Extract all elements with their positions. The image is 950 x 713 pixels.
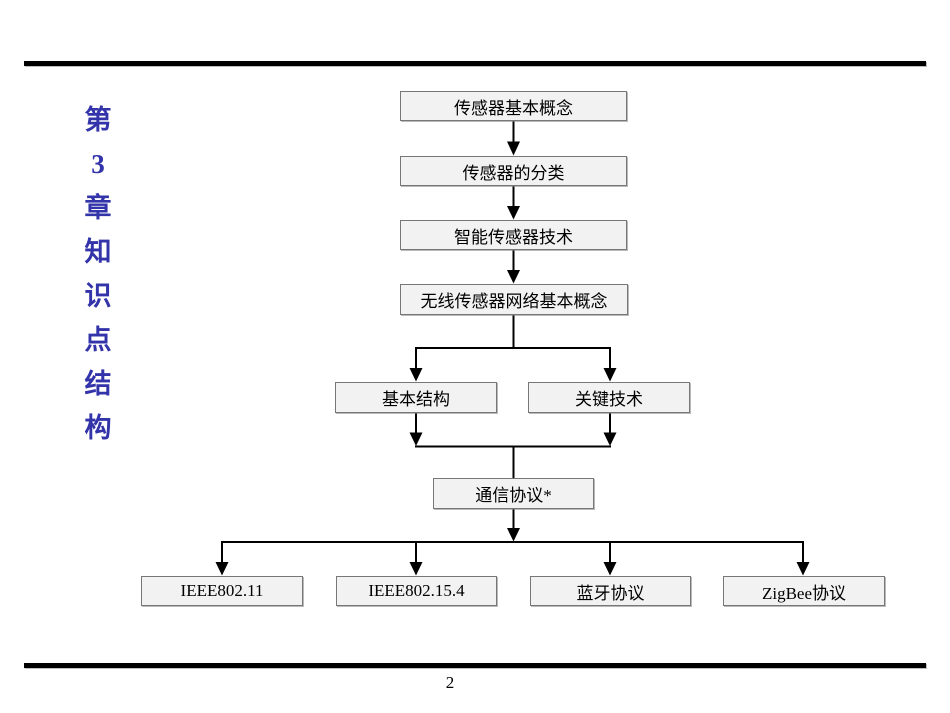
title-char: 识	[84, 281, 112, 311]
flowchart-node-bluetooth-protocol: 蓝牙协议	[530, 576, 691, 606]
flowchart-node-sensor-classification: 传感器的分类	[400, 156, 627, 186]
flowchart-node-smart-sensor-technology: 智能传感器技术	[400, 220, 627, 250]
flowchart-node-ieee802-15-4: IEEE802.15.4	[336, 576, 497, 606]
bottom-rule	[24, 663, 926, 668]
flowchart-node-sensor-basic-concepts: 传感器基本概念	[400, 91, 627, 121]
title-char: 结	[84, 369, 112, 399]
flowchart-node-wsn-basic-concepts: 无线传感器网络基本概念	[400, 284, 628, 315]
title-char: 构	[84, 413, 112, 443]
flowchart-node-ieee802-11: IEEE802.11	[141, 576, 303, 606]
flowchart-node-communication-protocol: 通信协议*	[433, 478, 594, 509]
title-char: 3	[91, 149, 105, 179]
page-number: 2	[445, 673, 455, 692]
top-rule	[24, 61, 926, 66]
flowchart-node-zigbee-protocol: ZigBee协议	[723, 576, 885, 606]
flowchart-node-key-technology: 关键技术	[528, 382, 690, 413]
title-char: 章	[84, 193, 112, 223]
title-char: 第	[84, 105, 112, 135]
chapter-title-vertical: 第 3 章 知 识 点 结 构	[80, 105, 116, 443]
title-char: 点	[84, 325, 112, 355]
title-char: 知	[84, 237, 112, 267]
flowchart-node-basic-structure: 基本结构	[335, 382, 497, 413]
